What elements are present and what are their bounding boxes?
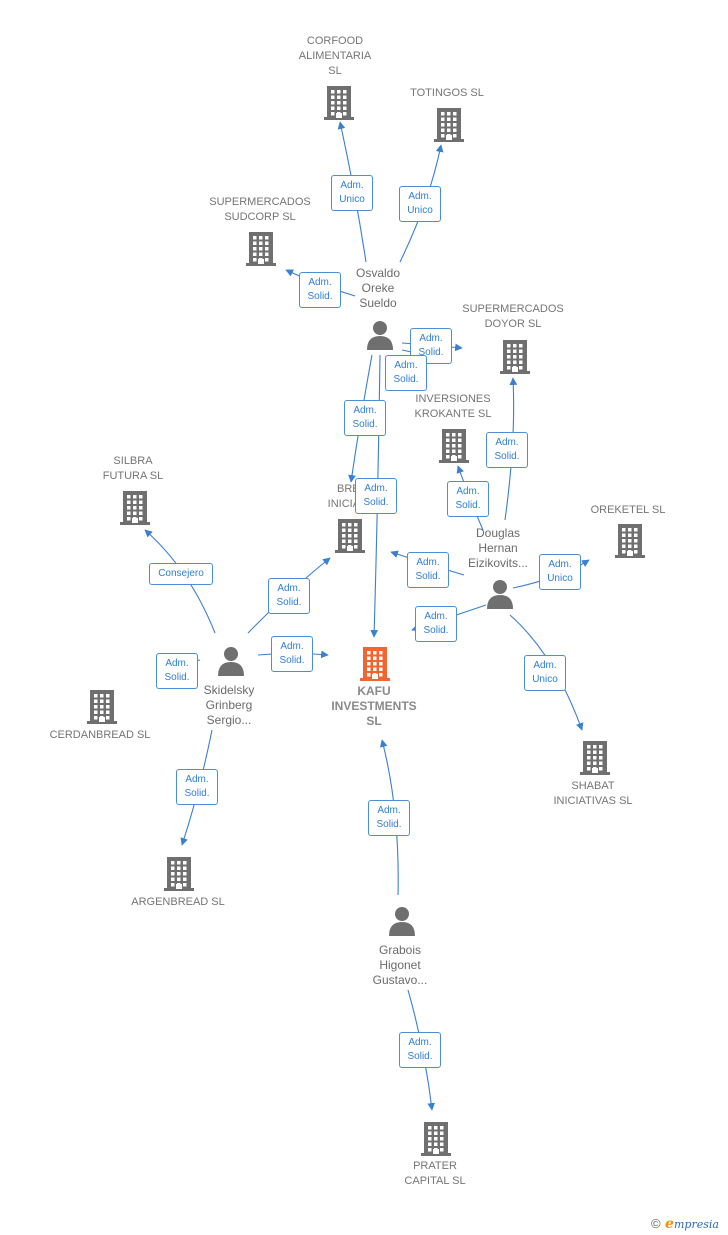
brand-name: mpresia xyxy=(673,1218,719,1231)
company-icon-silbra-futura[interactable] xyxy=(118,489,152,525)
building-icon xyxy=(324,86,354,120)
building-icon xyxy=(434,108,464,142)
relation-badge-r1: Adm. Unico xyxy=(331,175,373,211)
company-label-inversiones-krokante[interactable]: INVERSIONES KROKANTE SL xyxy=(414,393,492,420)
relation-badge-r18: Adm. Solid. xyxy=(176,769,218,805)
user-icon xyxy=(389,907,415,936)
relation-badge-r7: Adm. Solid. xyxy=(355,478,397,514)
relation-badge-r17: Adm. Solid. xyxy=(156,653,198,689)
company-label-oreketel[interactable]: OREKETEL SL xyxy=(590,504,666,516)
building-icon xyxy=(421,1122,451,1156)
relation-badge-r8: Adm. Solid. xyxy=(486,432,528,468)
company-icon-kafu-investments[interactable] xyxy=(358,645,392,681)
relation-badge-r12: Adm. Solid. xyxy=(415,606,457,642)
person-icon-grabois[interactable] xyxy=(387,906,417,936)
person-label-osvaldo[interactable]: Osvaldo Oreke Sueldo xyxy=(355,266,401,310)
relation-badge-r4: Adm. Solid. xyxy=(410,328,452,364)
user-icon xyxy=(367,321,393,350)
building-icon xyxy=(246,232,276,266)
company-icon-argenbread[interactable] xyxy=(162,855,196,891)
relation-badge-r5: Adm. Solid. xyxy=(385,355,427,391)
person-icon-osvaldo[interactable] xyxy=(365,320,395,350)
copyright-icon: © xyxy=(651,1216,661,1231)
relation-badge-r3: Adm. Solid. xyxy=(299,272,341,308)
company-label-totingos[interactable]: TOTINGOS SL xyxy=(410,87,484,99)
relation-badge-r10: Adm. Solid. xyxy=(407,552,449,588)
building-icon xyxy=(164,857,194,891)
relation-badge-r9: Adm. Solid. xyxy=(447,481,489,517)
relation-badge-r13: Adm. Unico xyxy=(524,655,566,691)
relation-badge-r15: Adm. Solid. xyxy=(268,578,310,614)
user-icon xyxy=(218,647,244,676)
person-icon-skidelsky[interactable] xyxy=(216,646,246,676)
company-icon-shabat-iniciativas[interactable] xyxy=(578,739,612,775)
brand-initial: e xyxy=(665,1216,674,1232)
company-label-silbra-futura[interactable]: SILBRA FUTURA SL xyxy=(102,455,164,482)
person-label-skidelsky[interactable]: Skidelsky Grinberg Sergio... xyxy=(203,683,255,727)
relation-badge-r6: Adm. Solid. xyxy=(344,400,386,436)
relation-badge-r11: Adm. Unico xyxy=(539,554,581,590)
relation-badge-r19: Adm. Solid. xyxy=(368,800,410,836)
company-icon-totingos[interactable] xyxy=(432,106,466,142)
company-label-argenbread[interactable]: ARGENBREAD SL xyxy=(131,896,225,908)
building-icon xyxy=(500,340,530,374)
company-icon-prater-capital[interactable] xyxy=(419,1120,453,1156)
person-icon-douglas[interactable] xyxy=(485,579,515,609)
company-label-corfood[interactable]: CORFOOD ALIMENTARIA SL xyxy=(298,35,372,77)
user-icon xyxy=(487,580,513,609)
brand-logo: empresia xyxy=(665,1216,719,1232)
company-icon-inversiones-krokante[interactable] xyxy=(437,427,471,463)
building-icon xyxy=(580,741,610,775)
company-icon-cerdanbread[interactable] xyxy=(85,688,119,724)
company-icon-oreketel[interactable] xyxy=(613,522,647,558)
building-icon xyxy=(87,690,117,724)
building-icon xyxy=(439,429,469,463)
relation-badge-r2: Adm. Unico xyxy=(399,186,441,222)
building-icon xyxy=(335,519,365,553)
company-label-supermercados-sudcorp[interactable]: SUPERMERCADOS SUDCORP SL xyxy=(209,196,311,223)
company-label-supermercados-doyor[interactable]: SUPERMERCADOS DOYOR SL xyxy=(462,303,564,330)
company-label-prater-capital[interactable]: PRATER CAPITAL SL xyxy=(404,1160,466,1187)
building-icon xyxy=(615,524,645,558)
company-label-kafu-investments[interactable]: KAFU INVESTMENTS SL xyxy=(331,684,417,728)
company-label-shabat-iniciativas[interactable]: SHABAT INICIATIVAS SL xyxy=(553,780,633,807)
company-label-bread-iniciativas[interactable]: BREA INICIATIV xyxy=(327,483,377,510)
relation-badge-r20: Adm. Solid. xyxy=(399,1032,441,1068)
relation-badge-r14: Consejero xyxy=(149,563,213,585)
company-icon-supermercados-doyor[interactable] xyxy=(498,338,532,374)
company-label-cerdanbread[interactable]: CERDANBREAD SL xyxy=(49,729,151,741)
person-label-grabois[interactable]: Grabois Higonet Gustavo... xyxy=(372,943,428,987)
relation-badge-r16: Adm. Solid. xyxy=(271,636,313,672)
footer-brand[interactable]: © empresia xyxy=(651,1215,719,1233)
building-icon xyxy=(360,647,390,681)
building-icon xyxy=(120,491,150,525)
company-icon-corfood[interactable] xyxy=(322,84,356,120)
company-icon-supermercados-sudcorp[interactable] xyxy=(244,230,278,266)
person-label-douglas[interactable]: Douglas Hernan Eizikovits... xyxy=(467,526,528,570)
company-icon-bread-iniciativas[interactable] xyxy=(333,517,367,553)
